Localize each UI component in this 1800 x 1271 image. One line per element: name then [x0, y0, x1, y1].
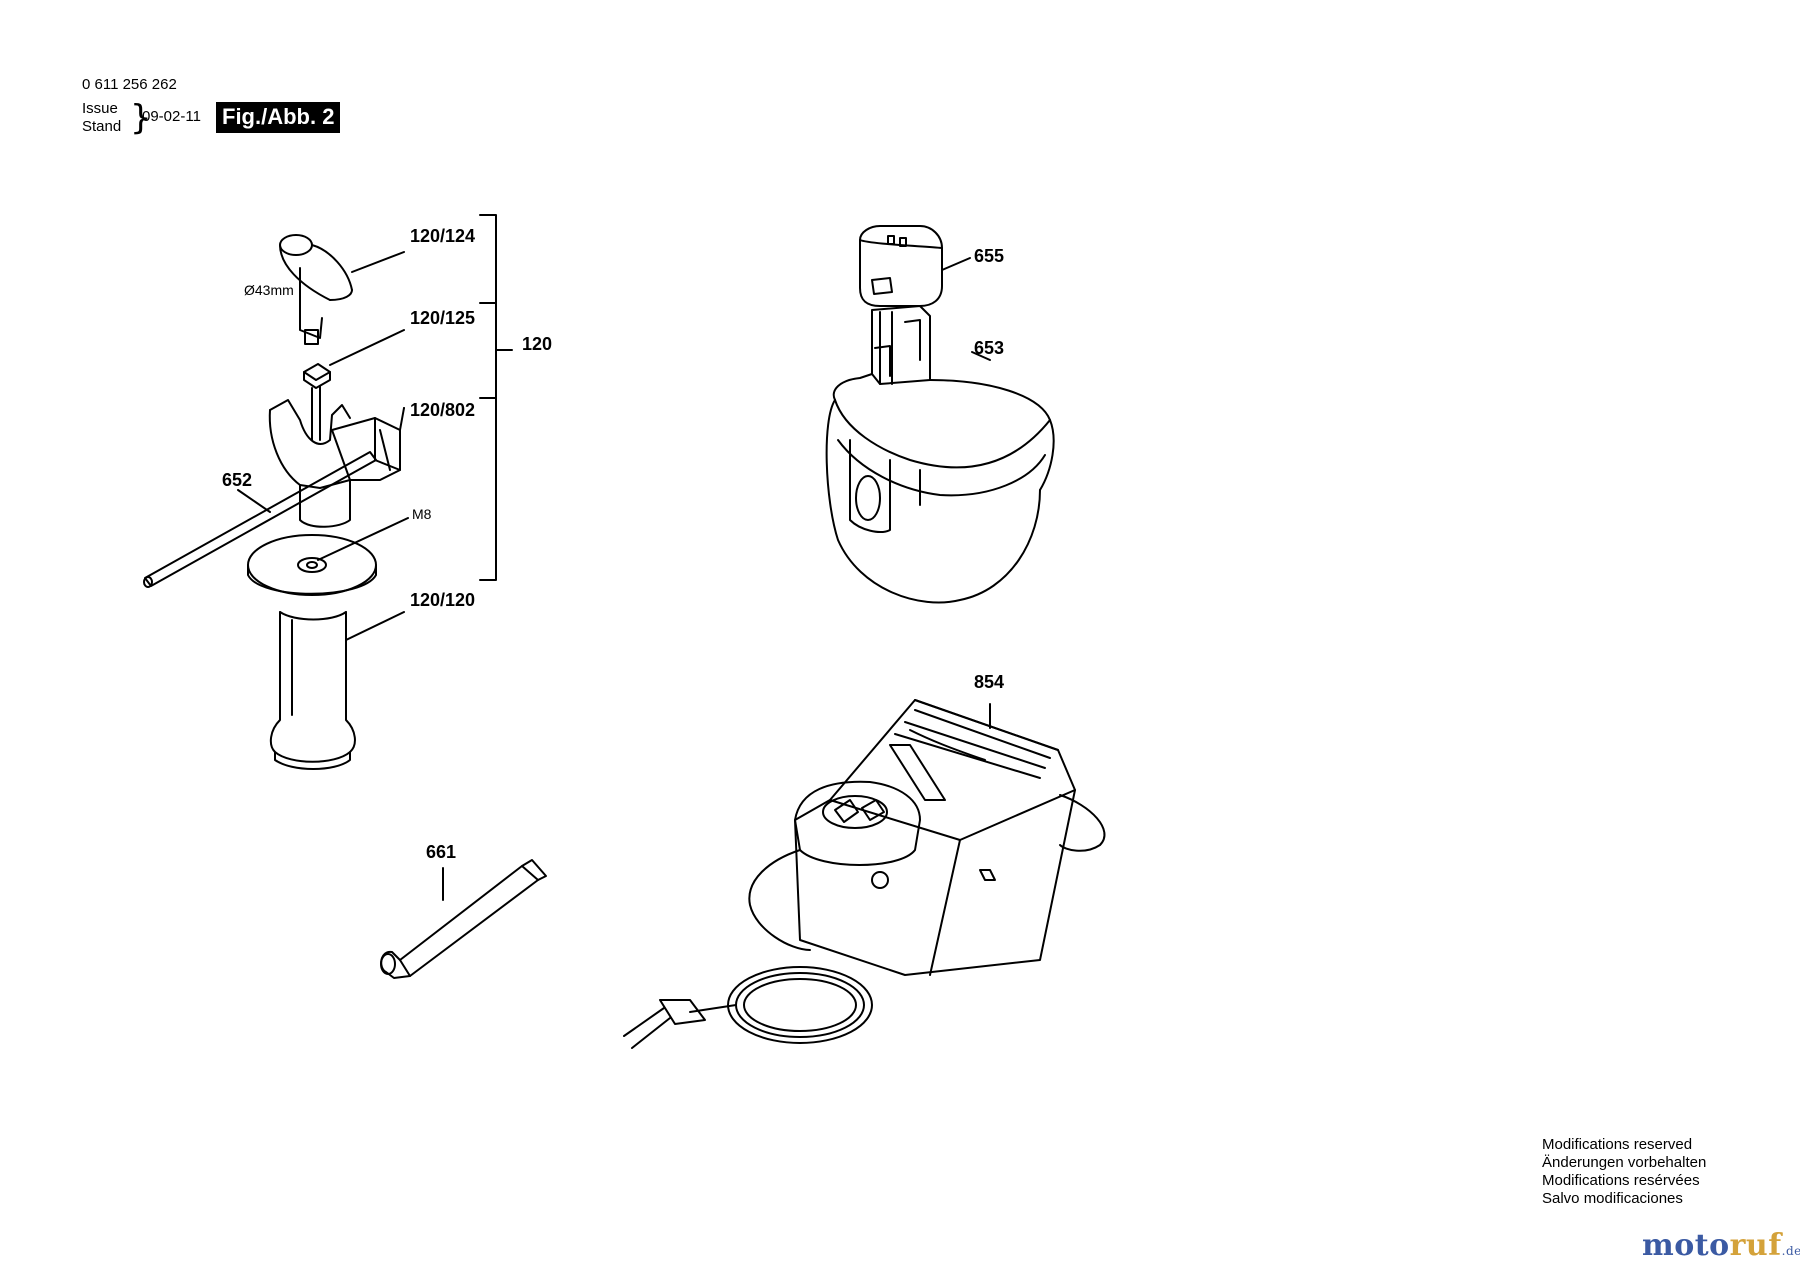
thread-label-m8: M8: [412, 506, 432, 522]
diameter-label: Ø43mm: [244, 282, 294, 298]
figure-label: Fig./Abb. 2: [216, 102, 341, 133]
modifications-notice: Modifications reserved Änderungen vorbeh…: [1542, 1136, 1706, 1208]
issue-stand-labels: Issue Stand: [82, 100, 121, 136]
watermark-part2: ruf: [1729, 1228, 1782, 1263]
callout-120-802: 120/802: [410, 400, 476, 420]
guard-disc-drawing: [247, 517, 409, 596]
clamp-band-drawing: [279, 234, 405, 345]
charger-drawing: [623, 699, 1106, 1049]
callout-120-125: 120/125: [410, 308, 476, 328]
depth-rod-drawing: [143, 451, 377, 588]
stand-label: Stand: [82, 118, 122, 135]
callout-854: 854: [974, 672, 1005, 692]
callout-120-124: 120/124: [410, 226, 476, 246]
callout-120: 120: [522, 334, 553, 354]
watermark-logo: motoruf.de: [1642, 1228, 1800, 1263]
callout-120-120: 120/120: [410, 590, 476, 610]
watermark-part1: moto: [1642, 1228, 1730, 1263]
callout-661: 661: [426, 842, 457, 862]
document-number: 0 611 256 262: [82, 76, 177, 93]
issue-label: Issue: [82, 100, 118, 117]
callout-653: 653: [974, 338, 1005, 358]
callout-652: 652: [222, 470, 253, 490]
screw-drawing: [303, 329, 405, 441]
note-en: Modifications reserved: [1542, 1136, 1693, 1153]
brace-glyph: }: [130, 98, 152, 138]
note-es: Salvo modificaciones: [1542, 1190, 1683, 1207]
side-grip-drawing: [269, 611, 405, 770]
watermark-suffix: .de: [1781, 1244, 1800, 1258]
issue-date: 09-02-11: [142, 108, 201, 125]
note-fr: Modifications resérvées: [1542, 1172, 1700, 1189]
battery-cap-drawing: [859, 225, 971, 307]
group-bracket-120: [479, 214, 513, 581]
callout-655: 655: [974, 246, 1005, 266]
grease-tube-drawing: [380, 859, 547, 979]
note-de: Änderungen vorbehalten: [1542, 1154, 1707, 1171]
battery-pack-drawing: [825, 305, 1055, 604]
